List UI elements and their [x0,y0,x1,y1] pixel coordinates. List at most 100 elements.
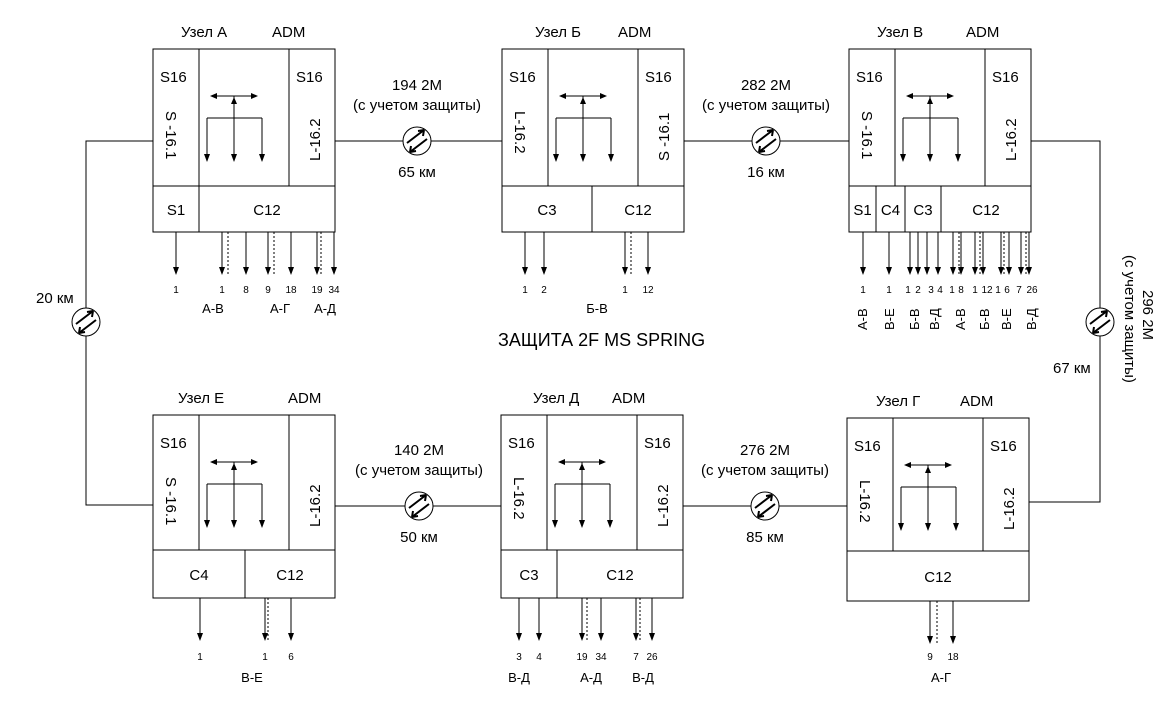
arrow-down-icon [953,523,959,531]
drop-arrow-icon [173,267,179,275]
drop-number: 34 [595,652,607,663]
drop-number: 8 [958,285,964,296]
group-label: В-Д [927,308,942,330]
node-type: ADM [960,393,993,410]
group-label: В-Д [508,670,530,685]
link-note: (с учетом защиты) [1121,255,1138,383]
left-port-label: L-16.2 [510,477,527,520]
arrow-down-icon [204,154,210,162]
group-label: В-Д [632,670,654,685]
drop-number: 9 [927,652,933,663]
drop-number: 1 [173,285,179,296]
right-port-label: L-16.2 [307,118,324,161]
drop-arrow-icon [950,636,956,644]
group-label: А-Д [314,301,336,316]
node-type: ADM [272,24,305,41]
drop-number: 7 [633,652,639,663]
group-label: Б-В [907,308,922,330]
tributary-card-label: C12 [276,567,304,584]
adm-box [846,417,1030,602]
right-port-label: L-16.2 [307,484,324,527]
drop-number: 4 [937,285,943,296]
regenerator-icon [404,491,434,521]
drop-arrow-icon [536,633,542,641]
arrow-right-icon [947,93,954,99]
right-card-label: S16 [992,69,1019,86]
drop-number: 1 [995,285,1001,296]
tributary-card-label: C12 [624,202,652,219]
left-card-label: S16 [509,69,536,86]
diagram-title: ЗАЩИТА 2F MS SPRING [498,330,705,350]
tributary-card-label: C12 [253,202,281,219]
arrow-left-icon [210,459,217,465]
drop-arrow-icon [924,267,930,275]
node-name: Узел Д [533,390,579,407]
drop-arrow-icon [645,267,651,275]
group-label: Б-В [977,308,992,330]
arrow-up-icon [231,463,237,470]
drop-arrow-icon [1006,267,1012,275]
arrow-down-icon [259,154,265,162]
link-e-d: 140 2M (с учетом защиты) 50 км [335,442,501,546]
drop-arrow-icon [998,267,1004,275]
regenerator-icon [751,126,781,156]
right-port-label: S -16.1 [656,113,673,161]
drop-arrow-icon [649,633,655,641]
node-type: ADM [618,24,651,41]
adm-box [152,48,336,233]
drop-arrow-icon [541,267,547,275]
tributary-card-label: C4 [881,202,900,219]
group-label: А-В [202,301,224,316]
tributary-card-label: C4 [189,567,208,584]
drop-arrow-icon [1026,267,1032,275]
drop-arrow-icon [950,267,956,275]
tributary-card-label: C12 [924,569,952,586]
arrow-down-icon [927,154,933,162]
link-d-g: 276 2M(с учетом защиты)85 км [683,442,847,546]
drop-number: 1 [886,285,892,296]
link-distance: 65 км [398,164,436,181]
arrow-down-icon [925,523,931,531]
drop-arrow-icon [219,267,225,275]
drop-number: 1 [949,285,955,296]
link-distance: 20 км [36,290,74,307]
right-card-label: S16 [645,69,672,86]
arrow-down-icon [580,154,586,162]
link-capacity: 140 2M [394,442,444,459]
tributary-card-label: C3 [913,202,932,219]
arrow-left-icon [210,93,217,99]
drop-number: 34 [328,285,340,296]
link-capacity: 296 2M [1139,290,1156,340]
link-capacity: 194 2M [392,77,442,94]
tributary-card-label: S1 [167,202,185,219]
drop-number: 6 [1004,285,1010,296]
drop-number: 26 [646,652,658,663]
link-note: (с учетом защиты) [355,462,483,479]
arrow-right-icon [599,459,606,465]
drop-number: 12 [642,285,654,296]
drop-arrow-icon [622,267,628,275]
left-port-label: L-16.2 [511,111,528,154]
link-distance: 50 км [400,529,438,546]
drop-number: 1 [622,285,628,296]
arrow-up-icon [580,97,586,104]
link-b-v: 282 2M(с учетом защиты)16 км [684,77,849,181]
tributary-card-label: C12 [972,202,1000,219]
left-card-label: S16 [160,69,187,86]
drop-arrow-icon [265,267,271,275]
link-capacity: 282 2M [741,77,791,94]
drop-arrow-icon [522,267,528,275]
arrow-right-icon [600,93,607,99]
group-label: А-Г [270,301,290,316]
regenerator-icon [402,126,432,156]
left-port-label: S -16.1 [162,477,179,525]
tributary-card-label: C3 [519,567,538,584]
drop-number: 9 [265,285,271,296]
